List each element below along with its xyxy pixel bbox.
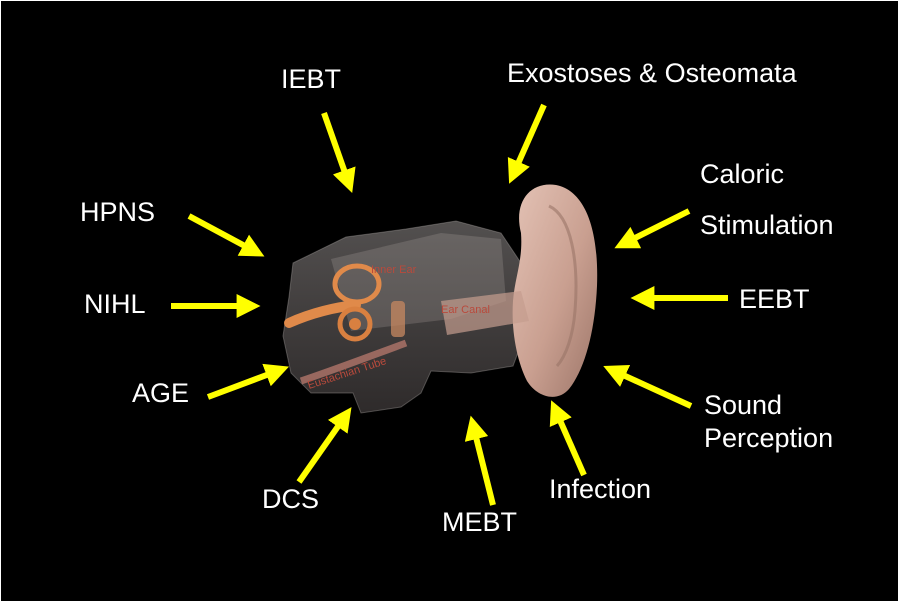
- outer-ear-pinna: [513, 184, 598, 396]
- arrow-iebt: [324, 113, 349, 184]
- arrow-hpns: [189, 216, 256, 252]
- label-sound-line1: Sound: [704, 390, 782, 421]
- arrow-infection: [555, 409, 584, 475]
- label-iebt: IEBT: [281, 64, 341, 95]
- inner-ear-text: Inner Ear: [371, 264, 417, 276]
- label-caloric-line1: Caloric: [700, 159, 784, 190]
- label-dcs: DCS: [262, 484, 319, 515]
- ear-canal-text: Ear Canal: [441, 304, 490, 316]
- label-sound-line2: Perception: [704, 423, 833, 454]
- label-hpns: HPNS: [80, 197, 155, 228]
- label-nihl: NIHL: [84, 289, 146, 320]
- label-exostoses: Exostoses & Osteomata: [507, 58, 797, 89]
- cochlea-inner: [349, 318, 361, 330]
- label-eebt: EEBT: [739, 284, 810, 315]
- arrow-age: [208, 370, 280, 397]
- arrow-dcs: [299, 415, 346, 482]
- arrow-mebt: [473, 425, 493, 505]
- label-caloric-line2: Stimulation: [700, 210, 834, 241]
- ossicles: [391, 301, 405, 337]
- arrow-exostoses: [513, 105, 544, 175]
- arrow-sound: [612, 370, 691, 406]
- arrow-caloric: [623, 211, 689, 244]
- label-mebt: MEBT: [442, 507, 517, 538]
- label-age: AGE: [132, 378, 189, 409]
- label-infection: Infection: [549, 474, 651, 505]
